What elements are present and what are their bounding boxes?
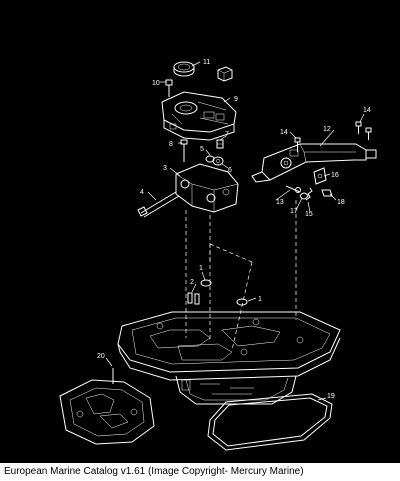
- part-11-seal: [173, 61, 195, 77]
- part-18-washer: [321, 189, 333, 197]
- part-19-gasket: [207, 393, 333, 451]
- part-3-bracket: [175, 163, 239, 213]
- part-16-link: [313, 167, 327, 185]
- callout-19: 19: [327, 393, 335, 400]
- callout-10: 10: [152, 80, 160, 87]
- part-12-arm: [251, 143, 377, 183]
- leader-lines: [105, 61, 365, 401]
- part-2-dowels: [187, 292, 200, 305]
- part-17-clip: [299, 192, 309, 200]
- part-8-bolt: [180, 139, 188, 162]
- part-15-spring: [305, 187, 313, 201]
- callout-8: 8: [169, 141, 173, 148]
- alignment-lines: [185, 200, 297, 351]
- callout-16: 16: [331, 172, 339, 179]
- callout-1b: 1: [258, 296, 262, 303]
- image-caption: European Marine Catalog v1.61 (Image Cop…: [0, 463, 400, 481]
- part-7-fitting: [216, 139, 224, 149]
- callout-6: 6: [228, 167, 232, 174]
- part-14-bolt-a: [294, 137, 301, 152]
- callout-1a: 1: [199, 265, 203, 272]
- part-1-oring-a: [200, 279, 212, 287]
- callout-5: 5: [200, 146, 204, 153]
- adapter-plate: [117, 311, 341, 381]
- callout-12: 12: [323, 126, 331, 133]
- part-10-bolt: [165, 79, 173, 97]
- callout-4: 4: [140, 189, 144, 196]
- part-1-oring-b: [236, 298, 248, 306]
- callout-15: 15: [305, 211, 313, 218]
- part-4-bolt: [137, 191, 180, 218]
- callout-17: 17: [290, 208, 298, 215]
- part-20-housing: [59, 368, 155, 445]
- part-14-bolt-b: [355, 121, 372, 140]
- oil-pan: [175, 375, 297, 405]
- callout-9: 9: [234, 96, 238, 103]
- part-9-housing: [161, 91, 237, 141]
- callout-14a: 14: [280, 129, 288, 136]
- part-13-pin: [285, 185, 301, 193]
- connector-plug: [217, 66, 233, 82]
- exploded-parts-diagram: 10 11 9 7 5 6 8 3 4 12 14 14 13 17 15 16…: [59, 59, 377, 451]
- callout-14b: 14: [363, 107, 371, 114]
- callout-labels: 10 11 9 7 5 6 8 3 4 12 14 14 13 17 15 16…: [97, 59, 371, 400]
- callout-20: 20: [97, 353, 105, 360]
- callout-11: 11: [203, 59, 210, 66]
- callout-7: 7: [225, 131, 229, 138]
- callout-18: 18: [337, 199, 345, 206]
- callout-2: 2: [190, 279, 194, 286]
- part-6-nut: [212, 156, 224, 166]
- callout-3: 3: [163, 165, 167, 172]
- callout-13: 13: [276, 199, 284, 206]
